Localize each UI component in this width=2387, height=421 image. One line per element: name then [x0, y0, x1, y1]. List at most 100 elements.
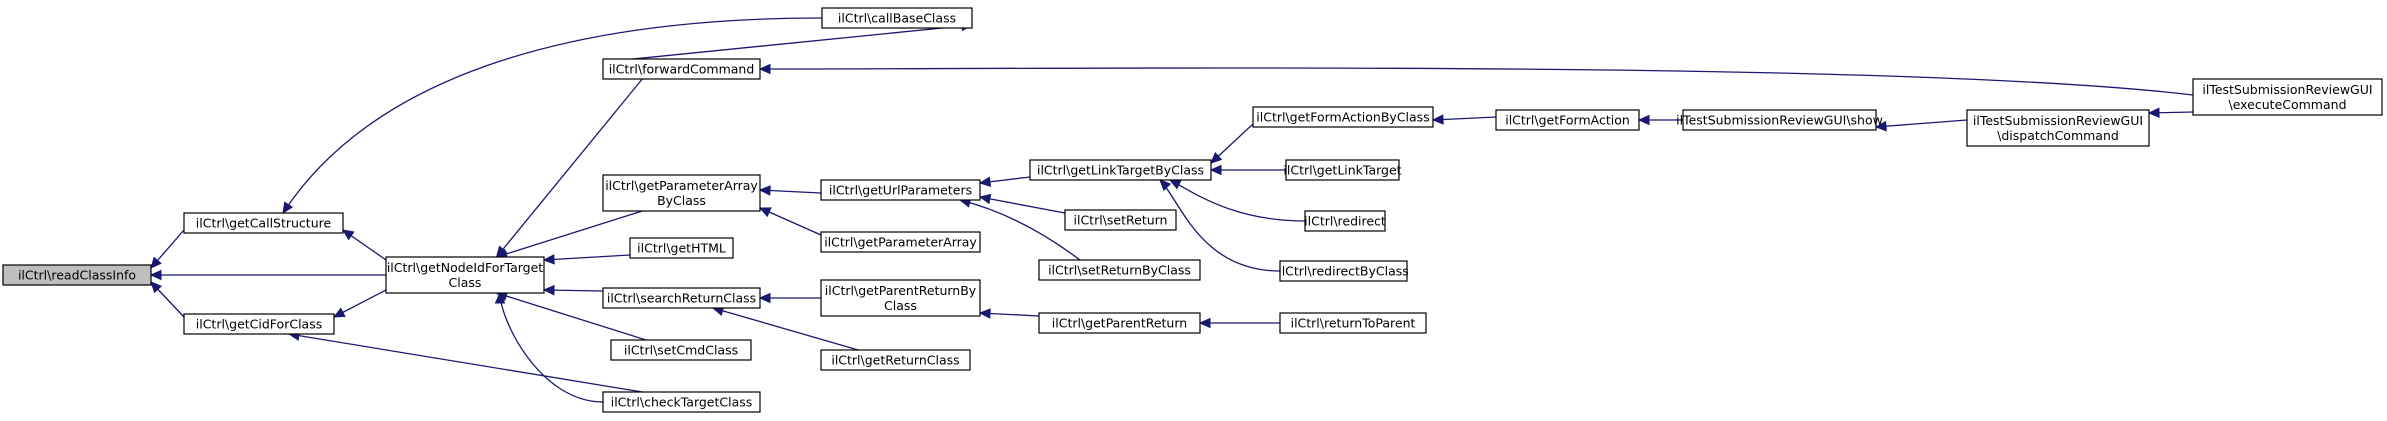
- node-box: [2, 264, 152, 286]
- node-check-target-class[interactable]: ilCtrl\checkTargetClass: [602, 391, 761, 413]
- node-read-class-info[interactable]: ilCtrl\readClassInfo: [2, 264, 152, 286]
- node-return-to-parent[interactable]: ilCtrl\returnToParent: [1279, 312, 1427, 334]
- edge-line: [543, 254, 631, 261]
- edge-getUrlParameters-to-getParameterArrayByClass: [758, 185, 822, 196]
- node-label: ByClass: [657, 193, 706, 208]
- node-redirect[interactable]: ilCtrl\redirect: [1304, 210, 1386, 232]
- node-box: [1495, 109, 1640, 131]
- edge-arrowhead: [758, 207, 772, 218]
- node-label: ilCtrl\getFormActionByClass: [1256, 110, 1429, 125]
- node-box: [1064, 209, 1177, 231]
- node-get-link-target-by-class[interactable]: ilCtrl\getLinkTargetByClass: [1029, 159, 1212, 181]
- edge-line: [759, 67, 2194, 96]
- edge-line: [602, 24, 973, 63]
- edge-getFormActionByClass-to-getLinkTargetByClass: [1210, 123, 1254, 164]
- node-get-cid-for-class[interactable]: ilCtrl\getCidForClass: [183, 313, 335, 335]
- node-get-form-action[interactable]: ilCtrl\getFormAction: [1495, 109, 1640, 131]
- node-box: [1252, 106, 1434, 128]
- edge-line: [496, 292, 647, 341]
- edge-getLinkTarget-to-getLinkTargetByClass: [1209, 164, 1286, 176]
- edge-arrowhead: [342, 229, 355, 241]
- node-show[interactable]: ilTestSubmissionReviewGUI\show: [1676, 109, 1883, 131]
- node-box: [1038, 312, 1201, 334]
- edge-getCallStructure-to-readClassInfo: [150, 229, 185, 269]
- edge-dispatchCommand-to-show: [1874, 119, 1968, 132]
- node-box: [183, 313, 335, 335]
- node-label: ilCtrl\getLinkTargetByClass: [1037, 163, 1204, 178]
- edge-getHTML-to-getNodeIdForTargetClass: [542, 254, 631, 265]
- node-search-return-class[interactable]: ilCtrl\searchReturnClass: [602, 287, 761, 309]
- node-label: ilCtrl\checkTargetClass: [611, 395, 753, 410]
- node-box: [820, 179, 981, 201]
- node-call-base-class[interactable]: ilCtrl\callBaseClass: [821, 7, 973, 29]
- node-box: [820, 279, 981, 317]
- node-label: ilCtrl\setCmdClass: [624, 343, 738, 358]
- node-box: [1038, 259, 1201, 281]
- node-set-return[interactable]: ilCtrl\setReturn: [1064, 209, 1177, 231]
- edge-line: [1432, 116, 1497, 121]
- node-box: [1682, 109, 1877, 131]
- node-execute-command[interactable]: ilTestSubmissionReviewGUI\executeCommand: [2192, 78, 2383, 116]
- node-forward-command[interactable]: ilCtrl\forwardCommand: [602, 58, 761, 80]
- node-label: ilCtrl\setReturnByClass: [1048, 263, 1191, 278]
- node-get-return-class[interactable]: ilCtrl\getReturnClass: [820, 349, 971, 371]
- node-label: ilCtrl\getUrlParameters: [829, 183, 972, 198]
- edge-searchReturnClass-to-getNodeIdForTargetClass: [542, 284, 604, 296]
- node-box: [602, 58, 761, 80]
- edge-arrowhead: [150, 256, 162, 269]
- edge-arrowhead: [2147, 107, 2160, 119]
- edge-getLinkTargetByClass-to-getUrlParameters: [978, 176, 1031, 187]
- node-get-link-target[interactable]: ilCtrl\getLinkTarget: [1283, 159, 1402, 181]
- node-label: Class: [884, 298, 917, 313]
- node-label: ilCtrl\getNodeIdForTarget: [387, 260, 543, 275]
- node-get-url-parameters[interactable]: ilCtrl\getUrlParameters: [820, 179, 981, 201]
- edge-line: [496, 210, 643, 258]
- edge-line: [1169, 179, 1306, 222]
- edge-arrowhead: [758, 292, 771, 304]
- edge-getParameterArrayByClass-to-getNodeIdForTargetClass: [495, 210, 643, 259]
- node-dispatch-command[interactable]: ilTestSubmissionReviewGUI\dispatchComman…: [1966, 109, 2150, 147]
- edge-callBaseClass-to-getCallStructure: [282, 17, 823, 215]
- node-box: [1279, 260, 1408, 282]
- edge-line: [496, 78, 643, 258]
- edge-arrowhead: [1159, 179, 1172, 192]
- node-box: [602, 287, 761, 309]
- node-redirect-by-class[interactable]: ilCtrl\redirectByClass: [1278, 260, 1409, 282]
- node-label: ilTestSubmissionReviewGUI: [2202, 82, 2372, 97]
- node-label: ilCtrl\forwardCommand: [609, 62, 755, 77]
- node-get-html[interactable]: ilCtrl\getHTML: [629, 237, 734, 259]
- node-label: ilTestSubmissionReviewGUI: [1973, 113, 2143, 128]
- node-get-call-structure[interactable]: ilCtrl\getCallStructure: [183, 212, 344, 234]
- node-label: ilCtrl\setReturn: [1074, 213, 1168, 228]
- node-set-return-by-class[interactable]: ilCtrl\setReturnByClass: [1038, 259, 1201, 281]
- node-get-parent-return[interactable]: ilCtrl\getParentReturn: [1038, 312, 1201, 334]
- node-label: \dispatchCommand: [1997, 128, 2119, 143]
- edge-getParameterArray-to-getParameterArrayByClass: [758, 207, 822, 236]
- edge-setReturn-to-getUrlParameters: [978, 193, 1066, 214]
- edge-line: [759, 207, 822, 236]
- edge-show-to-getFormAction: [1637, 114, 1683, 126]
- edge-arrowhead: [1198, 317, 1211, 329]
- edge-arrowhead: [978, 176, 992, 187]
- node-label: ilCtrl\getParentReturnBy: [825, 283, 977, 298]
- edge-getNodeIdForTargetClass-to-readClassInfo: [149, 269, 386, 281]
- node-set-cmd-class[interactable]: ilCtrl\setCmdClass: [610, 339, 752, 361]
- edge-arrowhead: [1431, 114, 1444, 125]
- edge-checkTargetClass-to-getCidForClass: [287, 330, 643, 393]
- edge-getFormAction-to-getFormActionByClass: [1431, 114, 1497, 125]
- node-box: [821, 7, 973, 29]
- edge-arrowhead: [542, 284, 555, 296]
- edge-arrowhead: [494, 291, 506, 304]
- node-get-parameter-array[interactable]: ilCtrl\getParameterArray: [820, 231, 981, 253]
- node-box: [1304, 210, 1386, 232]
- node-label: ilCtrl\getFormAction: [1505, 113, 1630, 128]
- edge-arrowhead: [1637, 114, 1650, 126]
- edge-line: [288, 333, 643, 393]
- edge-arrowhead: [150, 281, 163, 294]
- node-label: ilCtrl\redirectByClass: [1278, 264, 1409, 279]
- node-get-form-action-by-class[interactable]: ilCtrl\getFormActionByClass: [1252, 106, 1434, 128]
